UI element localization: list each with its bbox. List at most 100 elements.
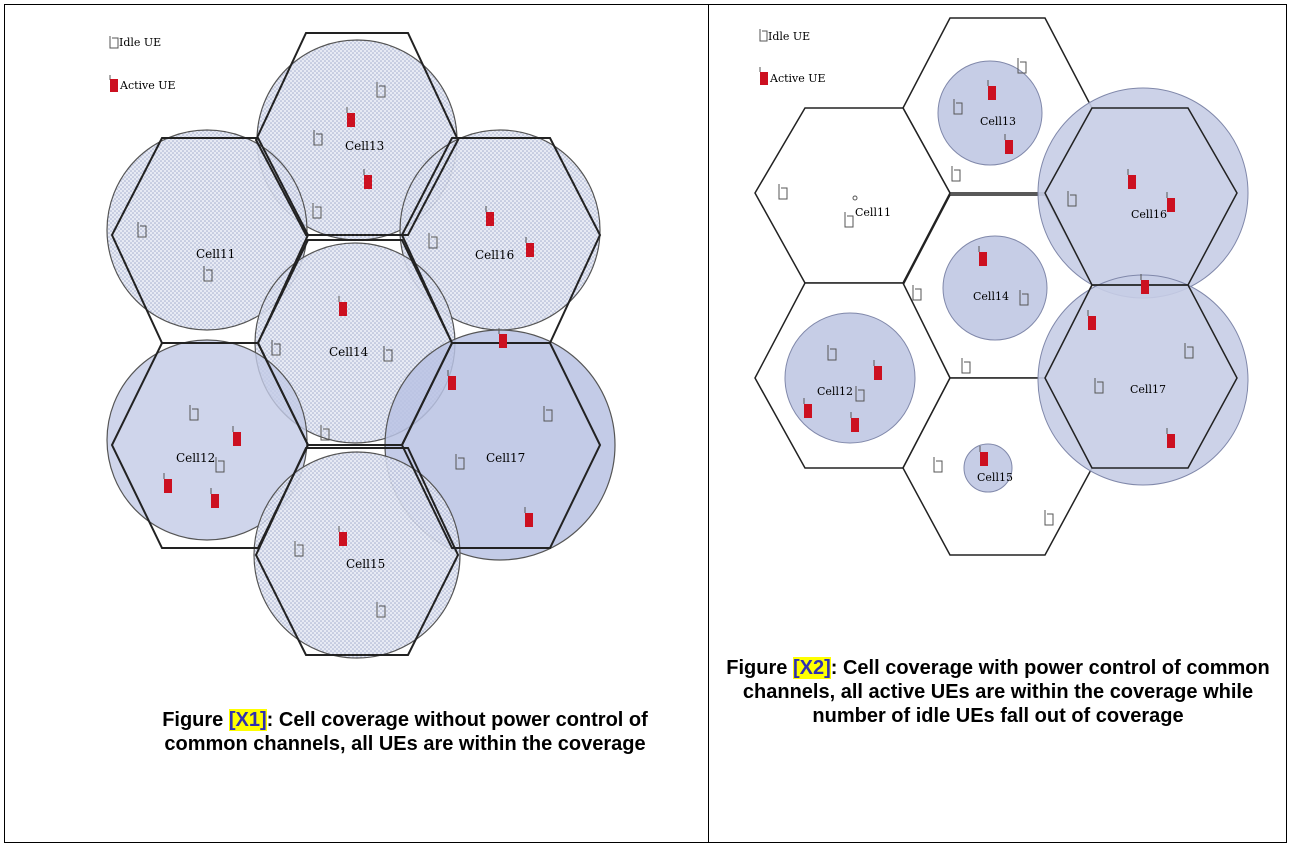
idle-ue-icon: [294, 541, 304, 557]
active-ue-icon: [338, 296, 347, 316]
x1-cell12-coverage: [106, 339, 308, 541]
x2-legend-idle-label: Idle UE: [768, 30, 810, 43]
idle-ue-icon: [933, 457, 943, 473]
x1-legend-active-label: Active UE: [119, 79, 176, 92]
active-ue-icon: [210, 488, 219, 508]
x2-cell17-label: Cell17: [1130, 383, 1166, 396]
figure-table: [4, 4, 1287, 843]
x2-cell16-label: Cell16: [1131, 208, 1167, 221]
active-ue-icon: [232, 426, 241, 446]
active-ue-icon: [1127, 169, 1136, 189]
x2-cell17-hex: [1044, 284, 1238, 469]
idle-ue-icon: [778, 184, 788, 200]
idle-ue-icon: [312, 203, 322, 219]
x1-cell12-label: Cell12: [176, 451, 215, 465]
caption-x1-tag: [X1]: [228, 709, 267, 731]
caption-x2-text: : Cell coverage with power control of co…: [742, 657, 1270, 727]
idle-ue-icon: [953, 99, 963, 115]
idle-ue-icon: [1044, 510, 1054, 526]
column-divider: [708, 4, 709, 843]
active-ue-icon: [1166, 192, 1175, 212]
caption-x1-prefix: Figure: [162, 709, 229, 731]
active-ue-icon: [979, 446, 988, 466]
x2-cell13-label: Cell13: [980, 115, 1016, 128]
idle-ue-icon: [271, 340, 281, 356]
idle-ue-icon: [376, 602, 386, 618]
active-ue-icon: [987, 80, 996, 100]
active-ue-icon: [346, 107, 355, 127]
x2-legend-active-icon: [760, 72, 768, 85]
x1-cell17-hex: [400, 342, 602, 549]
active-ue-icon: [363, 169, 372, 189]
x2-cell12-coverage: [784, 312, 916, 444]
x1-legend-idle-label: Idle UE: [119, 36, 161, 49]
idle-ue-icon: [961, 358, 971, 374]
active-ue-icon: [1087, 310, 1096, 330]
idle-ue-icon: [215, 457, 225, 473]
x1-cell11-label: Cell11: [196, 247, 235, 261]
x1-cell-labels: Cell13 Cell11 Cell16 Cell14 Cell12 Cell1…: [176, 139, 525, 571]
idle-ue-icon: [383, 346, 393, 362]
x1-legend: Idle UE Active UE: [109, 36, 176, 92]
x1-cell13-hex: [254, 32, 460, 236]
caption-x1: Figure [X1]: Cell coverage without power…: [120, 708, 690, 756]
x1-cell13-label: Cell13: [345, 139, 384, 153]
active-ue-icon: [498, 328, 507, 348]
idle-ue-icon: [1094, 378, 1104, 394]
x2-legend-idle-icon: [759, 29, 768, 42]
idle-ue-icon: [855, 386, 865, 402]
idle-ue-icon: [1017, 58, 1027, 74]
x1-idle-ues: [137, 82, 553, 618]
idle-ue-icon: [1067, 191, 1077, 207]
x2-cell15-label: Cell15: [977, 471, 1013, 484]
idle-ue-icon: [313, 130, 323, 146]
idle-ue-icon: [827, 345, 837, 361]
x2-cell16-coverage: [1037, 87, 1249, 299]
active-ue-icon: [850, 412, 859, 432]
x2-coverage-circles: [784, 60, 1249, 493]
x1-cell12-hex: [110, 342, 310, 549]
x1-cell17-label: Cell17: [486, 451, 525, 465]
x2-idle-ues: [778, 58, 1194, 526]
x1-hexagons: [110, 32, 602, 656]
active-ue-icon: [163, 473, 172, 493]
x1-legend-idle-icon: [109, 36, 119, 49]
x2-legend: Idle UE Active UE: [759, 29, 826, 85]
active-ue-icon: [978, 246, 987, 266]
x1-cell15-label: Cell15: [346, 557, 385, 571]
idle-ue-icon: [844, 212, 854, 228]
caption-x2: Figure [X2]: Cell coverage with power co…: [712, 656, 1284, 728]
active-ue-icon: [873, 360, 882, 380]
x2-cell13-coverage: [937, 60, 1043, 166]
idle-ue-icon: [951, 166, 961, 182]
x1-cell16-label: Cell16: [475, 248, 514, 262]
active-ue-icon: [485, 206, 494, 226]
idle-ue-icon: [137, 222, 147, 238]
x2-cell14-label: Cell14: [973, 290, 1009, 303]
x2-legend-active-label: Active UE: [769, 72, 826, 85]
idle-ue-icon: [1184, 343, 1194, 359]
x2-cell11-label: Cell11: [855, 206, 891, 219]
active-ue-icon: [447, 370, 456, 390]
x1-cell11-coverage: [106, 129, 308, 331]
active-ue-icon: [1166, 428, 1175, 448]
x1-cell15-coverage: [253, 451, 461, 659]
x2-cell15-coverage: [963, 443, 1013, 493]
active-ue-icon: [338, 526, 347, 546]
active-ue-icon: [524, 507, 533, 527]
x2-cell12-label: Cell12: [817, 385, 853, 398]
x1-coverage-circles: [106, 39, 616, 659]
idle-ue-icon: [543, 406, 553, 422]
x1-cell15-hex: [254, 447, 460, 656]
active-ue-icon: [803, 398, 812, 418]
x2-cell-labels: Cell13 Cell11 Cell16 Cell14 Cell12 Cell1…: [817, 115, 1167, 484]
idle-ue-icon: [428, 233, 438, 249]
idle-ue-icon: [320, 425, 330, 441]
caption-x2-prefix: Figure: [726, 657, 793, 679]
idle-ue-icon: [376, 82, 386, 98]
active-ue-icon: [1004, 134, 1013, 154]
idle-ue-icon: [203, 266, 213, 282]
idle-ue-icon: [1019, 290, 1029, 306]
active-ue-icon: [525, 237, 534, 257]
